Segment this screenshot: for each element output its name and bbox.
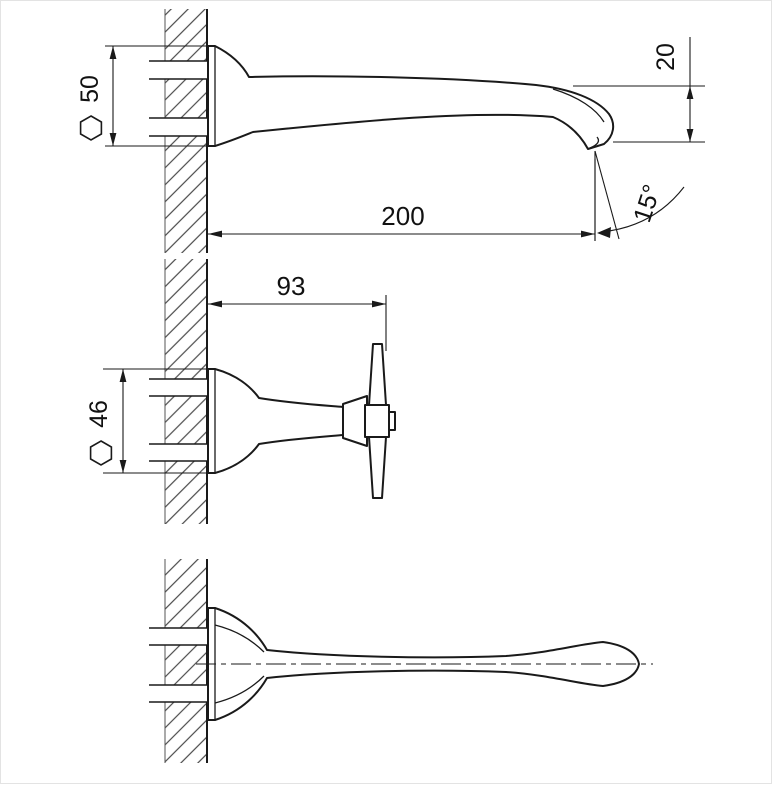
spout-top-view [196,607,653,721]
hex-nut-icon [79,115,103,141]
supply-pipes-top [149,60,207,137]
hex-nut-icon [89,440,113,466]
cross-handle-front-arm [388,411,396,431]
spout-side-view [207,45,615,150]
wall-section-bottom [164,559,208,763]
arrowhead [119,369,127,382]
dim-handle-projection: 93 [208,271,387,351]
arrowhead [372,300,386,308]
arrowhead [119,460,127,473]
supply-pipes-middle [149,378,207,462]
dim-label-handle-projection: 93 [277,271,306,301]
dim-label-handle-height: 46 [85,400,113,428]
dim-label-spout-length: 200 [381,201,424,231]
cross-handle-hub [364,404,390,438]
arrowhead [208,230,222,238]
cross-handle-bottom-arm [368,436,387,499]
dim-label-spout-height: 50 [76,75,104,103]
arrowhead [109,133,117,146]
dim-spout-length: 200 [208,159,596,241]
dim-label-spout-drop: 20 [652,43,680,71]
cross-handle-top-arm [368,343,387,406]
dim-spout-drop: 20 [573,37,705,143]
arrowhead [686,86,694,99]
arrowhead [109,46,117,59]
arrowhead [581,230,595,238]
supply-pipes-bottom [149,627,207,703]
dim-spout-angle: 15° [594,150,685,241]
arrowhead [686,129,694,142]
dim-handle-height: 46 [85,368,212,474]
handle-side-view [207,343,396,499]
arrowhead [208,300,222,308]
dim-label-spout-angle: 15° [628,181,666,226]
arrowhead [597,227,611,238]
handle-cone [342,395,368,447]
dim-spout-height: 50 [76,45,212,147]
